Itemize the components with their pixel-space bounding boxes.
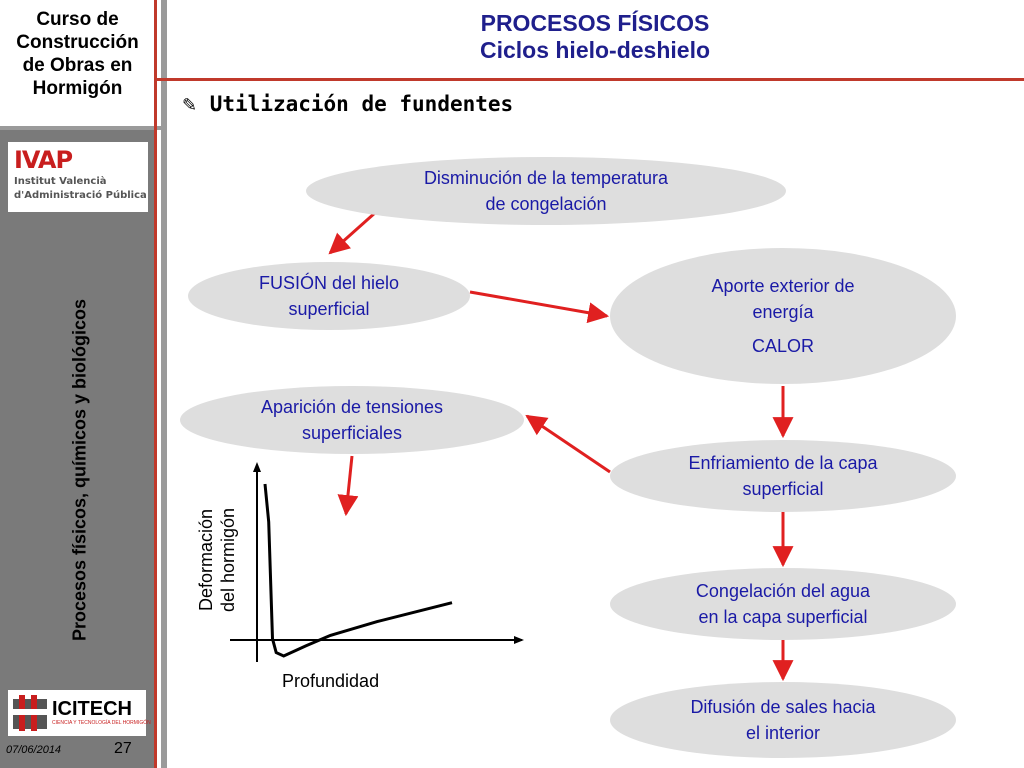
node-text-line: de congelación <box>485 194 607 214</box>
node-text-line: superficiales <box>301 423 403 443</box>
course-title: Curso de Construcción de Obras en Hormig… <box>0 8 155 100</box>
node-text-line: Difusión de sales hacia <box>690 697 876 717</box>
node-text-line: en la capa superficial <box>698 607 868 627</box>
node-aparicion-tensiones: Aparición de tensiones superficiales <box>180 386 524 454</box>
arrow-aparicion-to-chart <box>337 455 359 517</box>
node-aporte-energia: Aporte exterior de energía CALOR <box>610 248 956 384</box>
arrow-disminucion-to-fusion <box>328 210 377 255</box>
node-text-line: FUSIÓN del hielo <box>258 273 400 293</box>
deformation-chart <box>230 462 524 662</box>
icitech-logo: ICITECH CIENCIA Y TECNOLOGÍA DEL HORMIGÓ… <box>8 690 151 736</box>
course-title-line: Construcción <box>16 32 139 53</box>
chart-y-label-line: Deformación <box>196 508 216 612</box>
slide-subtitle: Ciclos hielo-deshielo <box>479 37 711 63</box>
sidebar-divider <box>0 126 167 130</box>
icitech-emblem-icon <box>13 695 47 731</box>
node-text-line: Congelación del agua <box>695 581 871 601</box>
chart-x-label: Profundidad <box>282 671 380 691</box>
node-disminucion-temperatura: Disminución de la temperatura de congela… <box>306 157 786 225</box>
slide-title: PROCESOS FÍSICOS Ciclos hielo-deshielo <box>395 10 795 64</box>
node-text-line: Disminución de la temperatura <box>423 168 669 188</box>
node-text-line: Enfriamiento de la capa <box>688 453 878 473</box>
x-axis-arrowhead <box>514 636 524 644</box>
arrow-fusion-to-aporte <box>469 290 610 324</box>
slide-title-main: PROCESOS FÍSICOS <box>480 10 710 36</box>
node-text-line: superficial <box>288 299 370 319</box>
node-congelacion-agua: Congelación del agua en la capa superfic… <box>610 568 956 640</box>
ivap-logo-line: Institut Valencià <box>14 176 107 187</box>
node-text-line: CALOR <box>751 336 814 356</box>
course-title-line: Hormigón <box>32 78 123 99</box>
sidebar-border-red <box>154 0 157 768</box>
node-fusion-hielo: FUSIÓN del hielo superficial <box>188 262 470 330</box>
node-text-line: Aparición de tensiones <box>260 397 444 417</box>
y-axis-arrowhead <box>253 462 261 472</box>
sidebar-border-gray <box>161 0 167 768</box>
node-text-line: energía <box>752 302 814 322</box>
ivap-logo-mark: IVAP <box>14 146 73 174</box>
node-enfriamiento-capa: Enfriamiento de la capa superficial <box>610 440 956 512</box>
icitech-logo-tagline: CIENCIA Y TECNOLOGÍA DEL HORMIGÓN <box>52 720 151 726</box>
section-heading: ✎ Utilización de fundentes <box>182 92 513 116</box>
footer-date: 07/06/2014 <box>6 744 62 756</box>
course-title-line: de Obras en <box>22 55 133 76</box>
node-text-line: el interior <box>745 723 821 743</box>
node-text-line: superficial <box>742 479 824 499</box>
course-title-panel <box>0 0 155 126</box>
header-rule <box>155 78 1024 81</box>
ivap-logo: IVAP Institut Valencià d'Administració P… <box>8 142 148 212</box>
ivap-logo-line: d'Administració Pública <box>14 190 147 201</box>
pencil-icon: ✎ <box>182 95 198 116</box>
course-title-line: Curso de <box>36 9 119 30</box>
node-difusion-sales: Difusión de sales hacia el interior <box>610 682 956 758</box>
chart-y-label-line: del hormigón <box>218 507 238 613</box>
node-text-line: Aporte exterior de <box>711 276 855 296</box>
chart-y-label: Deformación del hormigón <box>195 508 239 612</box>
arrow-enfriamiento-to-aparicion <box>525 414 611 474</box>
section-heading-text: Utilización de fundentes <box>209 92 514 116</box>
deformation-series-line <box>263 483 453 658</box>
page-number: 27 <box>114 740 132 757</box>
icitech-logo-word: ICITECH <box>52 698 132 720</box>
